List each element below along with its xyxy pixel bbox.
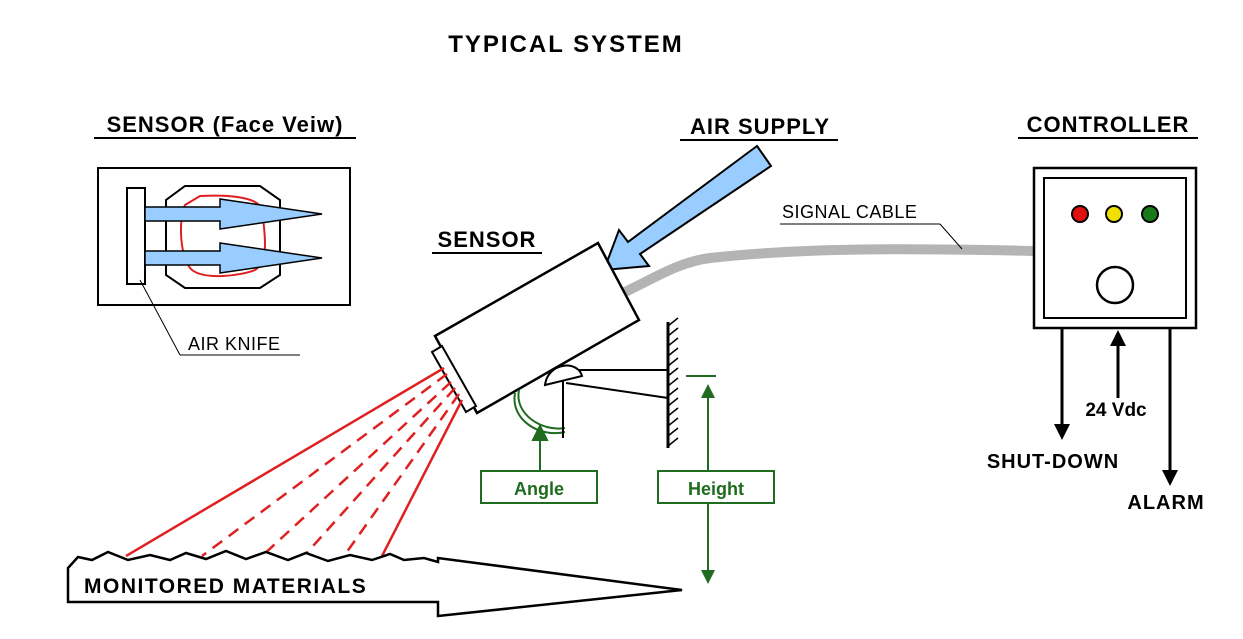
air-knife-leader bbox=[139, 279, 181, 356]
led-yellow bbox=[1105, 205, 1123, 223]
led-green bbox=[1141, 205, 1159, 223]
shutdown-label: SHUT-DOWN bbox=[987, 451, 1119, 473]
vdc-label: 24 Vdc bbox=[1085, 400, 1147, 421]
height-box bbox=[657, 470, 775, 504]
air-supply-arrow bbox=[602, 144, 773, 272]
sensor-face-view: SENSOR (Face Veiw) AIR KNIFE bbox=[94, 112, 356, 356]
angle-indicator bbox=[513, 380, 566, 470]
sensor-face-window bbox=[180, 194, 267, 278]
air-knife-label: AIR KNIFE bbox=[188, 334, 281, 354]
controller-box bbox=[1032, 166, 1198, 330]
signal-cable-label: SIGNAL CABLE bbox=[782, 202, 917, 222]
sensor-label: SENSOR bbox=[438, 227, 537, 252]
angle-box bbox=[480, 470, 598, 504]
sensor-beams bbox=[125, 366, 464, 558]
air-knife-bar bbox=[126, 187, 146, 285]
alarm-label: ALARM bbox=[1127, 492, 1204, 514]
monitored-materials-label: MONITORED MATERIALS bbox=[84, 575, 367, 598]
signal-cable bbox=[622, 244, 1035, 297]
controller-label: CONTROLLER bbox=[1027, 112, 1190, 137]
height-label: Height bbox=[688, 479, 744, 499]
sensor-mount bbox=[543, 317, 679, 448]
led-red bbox=[1071, 205, 1089, 223]
air-supply-label: AIR SUPPLY bbox=[690, 114, 830, 139]
sensor-body bbox=[430, 241, 641, 415]
air-jet-lower bbox=[144, 242, 323, 274]
controller-io bbox=[1054, 328, 1178, 486]
sensor-face-view-label: SENSOR (Face Veiw) bbox=[107, 112, 344, 137]
angle-label: Angle bbox=[514, 479, 564, 499]
air-jet-upper bbox=[144, 198, 323, 230]
diagram-title: TYPICAL SYSTEM bbox=[448, 31, 684, 58]
monitored-materials: MONITORED MATERIALS bbox=[66, 549, 683, 618]
sensor-face-body bbox=[165, 185, 281, 289]
controller-knob bbox=[1095, 265, 1135, 305]
